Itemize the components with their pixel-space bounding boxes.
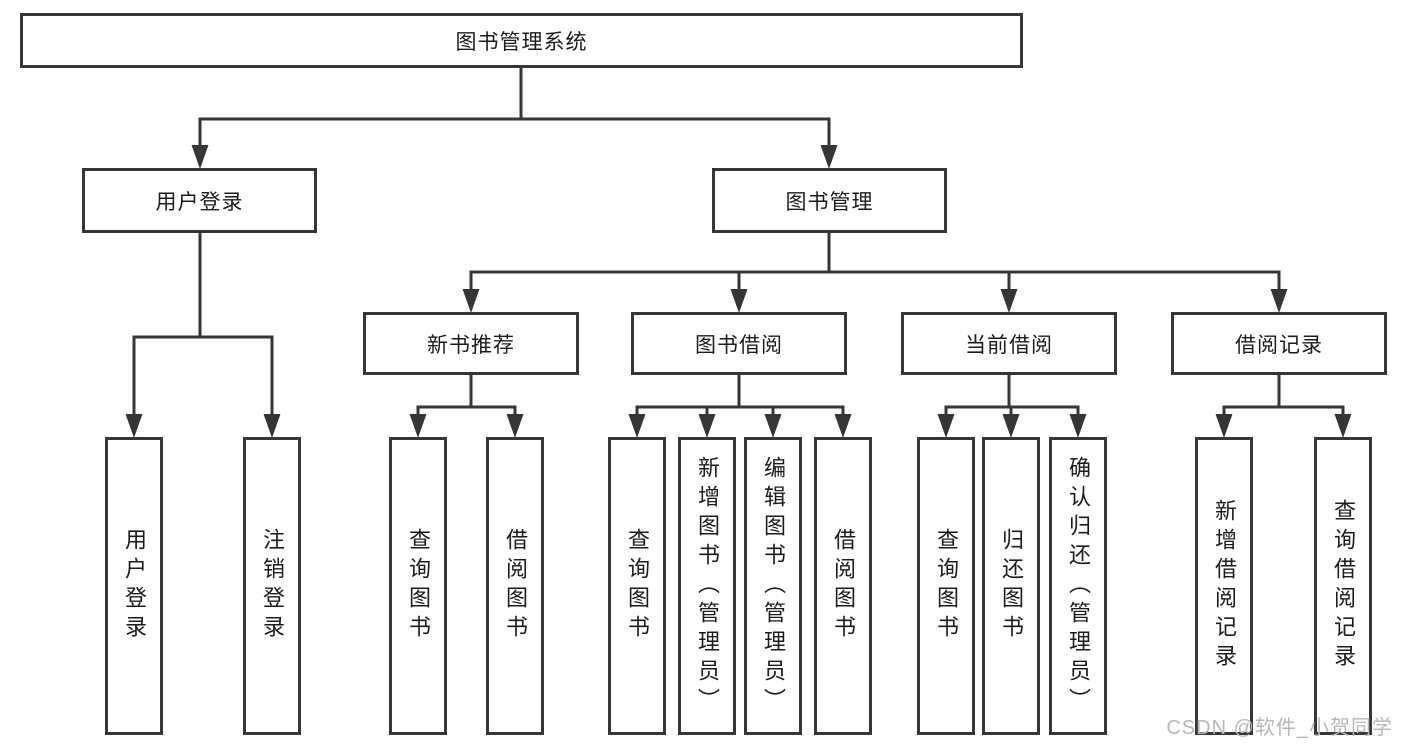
node-user-login: 用户登录: [82, 168, 317, 233]
node-leaf-confirm-return-admin: 确认归还（管理员）: [1049, 437, 1107, 735]
node-leaf-add-borrow-record: 新增借阅记录: [1195, 437, 1253, 735]
connector-book-borrowing-children: [628, 373, 852, 438]
node-leaf-borrow-books-2-label: 借阅图书: [831, 528, 856, 644]
node-leaf-return-books-label: 归还图书: [999, 528, 1024, 644]
node-leaf-confirm-return-admin-label: 确认归还（管理员）: [1066, 455, 1091, 717]
csdn-watermark: CSDN @软件_小贺同学: [1166, 717, 1393, 739]
node-leaf-borrow-books-1: 借阅图书: [486, 437, 544, 735]
node-leaf-edit-books-admin-label: 编辑图书（管理员）: [761, 455, 786, 717]
node-borrowing-records: 借阅记录: [1171, 312, 1387, 375]
node-leaf-query-books-1: 查询图书: [389, 437, 447, 735]
connector-book-management-children: [462, 231, 1288, 313]
node-root-system: 图书管理系统: [20, 13, 1023, 68]
node-leaf-query-books-1-label: 查询图书: [406, 528, 431, 644]
node-current-borrowing: 当前借阅: [901, 312, 1117, 375]
connector-new-book-children: [409, 373, 524, 438]
node-leaf-user-login: 用户登录: [105, 437, 163, 735]
node-leaf-add-books-admin-label: 新增图书（管理员）: [695, 455, 720, 717]
node-leaf-query-borrow-record: 查询借阅记录: [1314, 437, 1372, 735]
node-leaf-logout: 注销登录: [243, 437, 301, 735]
node-leaf-query-books-3-label: 查询图书: [934, 528, 959, 644]
connector-user-login-children: [125, 231, 281, 438]
connector-root-to-level2: [191, 66, 838, 169]
node-leaf-add-borrow-record-label: 新增借阅记录: [1212, 499, 1237, 673]
node-new-book-recommend: 新书推荐: [363, 312, 579, 375]
node-leaf-return-books: 归还图书: [982, 437, 1040, 735]
node-leaf-user-login-label: 用户登录: [122, 528, 147, 644]
node-book-borrowing: 图书借阅: [631, 312, 847, 375]
node-leaf-query-books-2: 查询图书: [608, 437, 666, 735]
node-leaf-borrow-books-1-label: 借阅图书: [503, 528, 528, 644]
node-leaf-borrow-books-2: 借阅图书: [814, 437, 872, 735]
node-leaf-edit-books-admin: 编辑图书（管理员）: [744, 437, 802, 735]
connector-current-borrowing-children: [937, 373, 1087, 438]
node-leaf-query-books-2-label: 查询图书: [625, 528, 650, 644]
node-leaf-logout-label: 注销登录: [260, 528, 285, 644]
node-book-management: 图书管理: [712, 168, 947, 233]
node-leaf-add-books-admin: 新增图书（管理员）: [678, 437, 736, 735]
node-leaf-query-borrow-record-label: 查询借阅记录: [1331, 499, 1356, 673]
connector-borrowing-records-children: [1215, 373, 1352, 438]
node-leaf-query-books-3: 查询图书: [917, 437, 975, 735]
